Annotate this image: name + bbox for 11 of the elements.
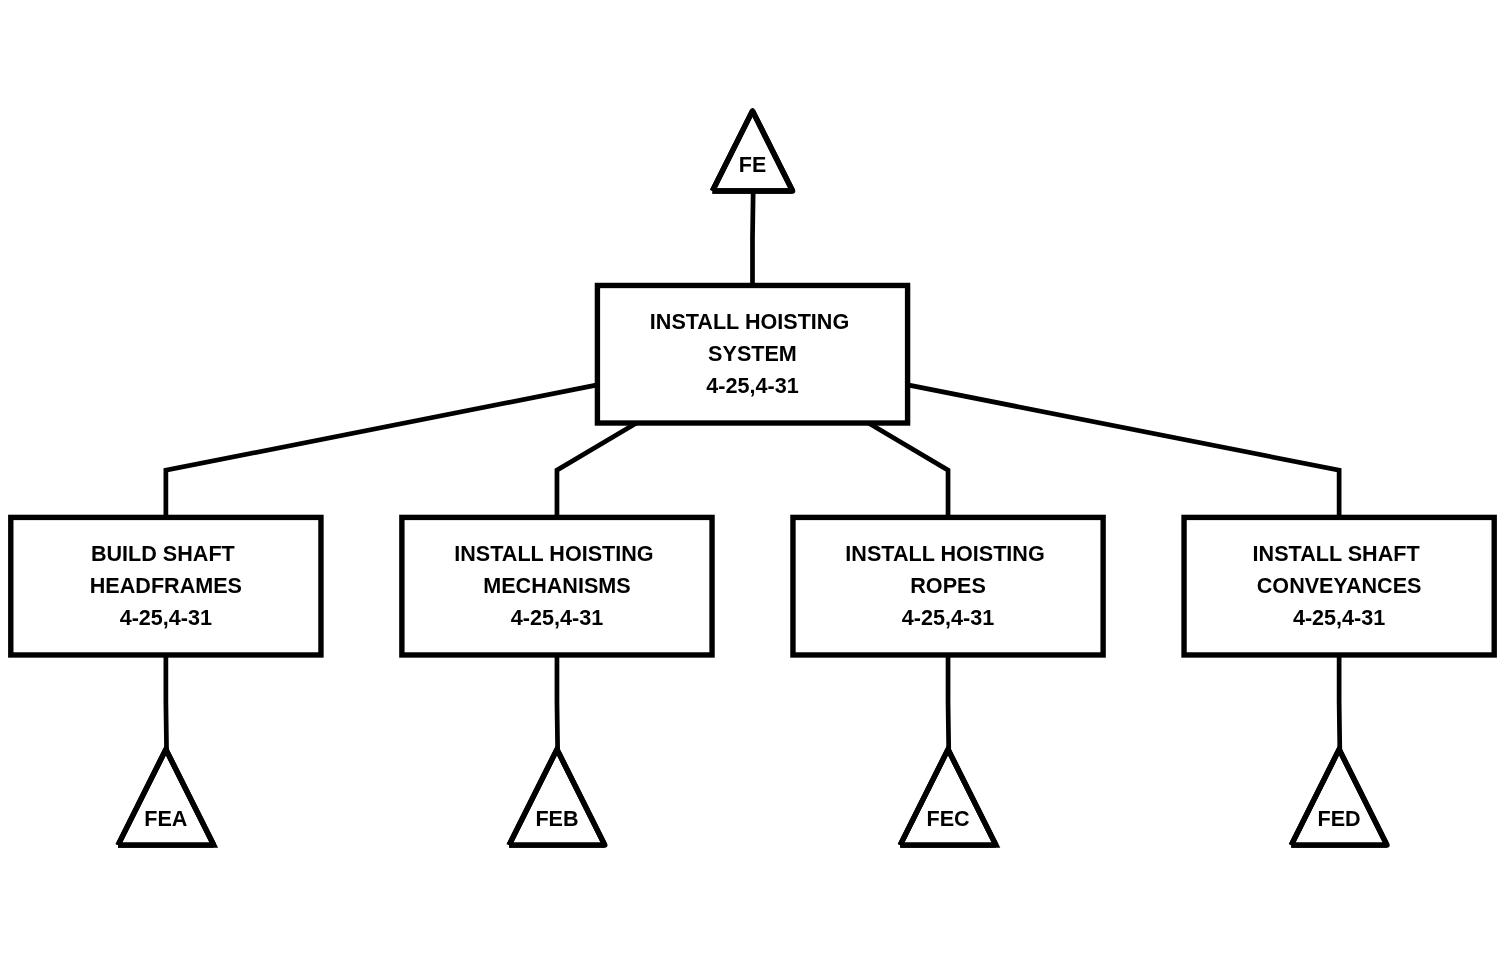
triangle-node: FED [1288, 746, 1390, 848]
triangle-node: FE [709, 108, 796, 194]
triangle-node: FEA [115, 746, 217, 848]
process-box: INSTALL HOISTING MECHANISMS 4-25,4-31 [399, 514, 715, 658]
triangle-node: FEB [506, 746, 608, 848]
process-box: BUILD SHAFT HEADFRAMES 4-25,4-31 [8, 514, 324, 658]
triangle-node: FEC [897, 746, 999, 848]
process-box: INSTALL HOISTING SYSTEM 4-25,4-31 [594, 282, 911, 426]
process-box: INSTALL HOISTING ROPES 4-25,4-31 [790, 514, 1106, 658]
connector [750, 191, 756, 286]
process-box: INSTALL SHAFT CONVEYANCES 4-25,4-31 [1181, 514, 1497, 658]
